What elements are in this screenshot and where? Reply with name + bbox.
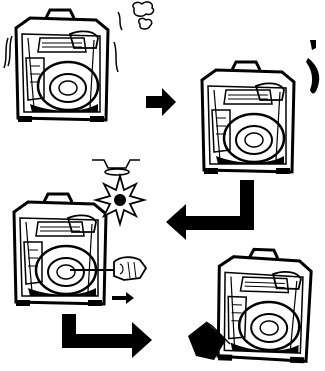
engine-panel-4 [216, 248, 312, 363]
hand-pull-icon [70, 257, 146, 280]
engine-panel-2 [202, 62, 294, 174]
fuel-cap-icon [92, 160, 140, 175]
engine-panel-1 [4, 10, 118, 122]
steam-clouds-icon [118, 2, 154, 30]
engine-panel-3 [14, 194, 106, 306]
fuel-drop-icon [306, 40, 319, 93]
support-block-icon [188, 322, 230, 360]
spark-burst-icon [96, 176, 144, 224]
heat-lines-icon [4, 36, 118, 72]
arrow-step-1-to-2 [146, 88, 176, 116]
pull-direction-arrow [112, 292, 134, 304]
arrow-step-3-to-4 [62, 314, 152, 358]
arrow-step-2-to-3 [166, 180, 254, 240]
